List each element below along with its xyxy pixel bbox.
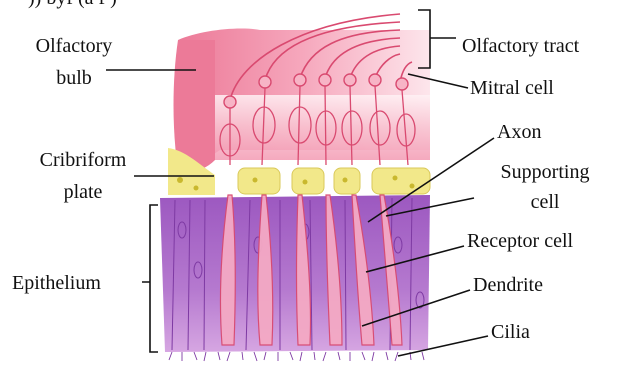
label-cribriform-line2: plate: [8, 180, 158, 204]
label-olfactory-tract: Olfactory tract: [462, 34, 579, 58]
label-axon: Axon: [497, 120, 541, 144]
epithelium-bracket: [142, 205, 158, 352]
label-olfactory-bulb-line2: bulb: [14, 66, 134, 90]
label-receptor-cell: Receptor cell: [467, 229, 573, 253]
top-cropped-text: )) byf (a f ): [28, 0, 117, 10]
label-supporting-line2: cell: [475, 190, 615, 214]
label-mitral-cell: Mitral cell: [470, 76, 554, 100]
label-supporting-line1: Supporting: [475, 160, 615, 184]
label-olfactory-bulb-line1: Olfactory: [14, 34, 134, 58]
label-dendrite: Dendrite: [473, 273, 543, 297]
cilia: [169, 352, 424, 361]
label-epithelium: Epithelium: [12, 271, 101, 295]
label-cilia: Cilia: [491, 320, 530, 344]
label-cribriform-line1: Cribriform: [8, 148, 158, 172]
